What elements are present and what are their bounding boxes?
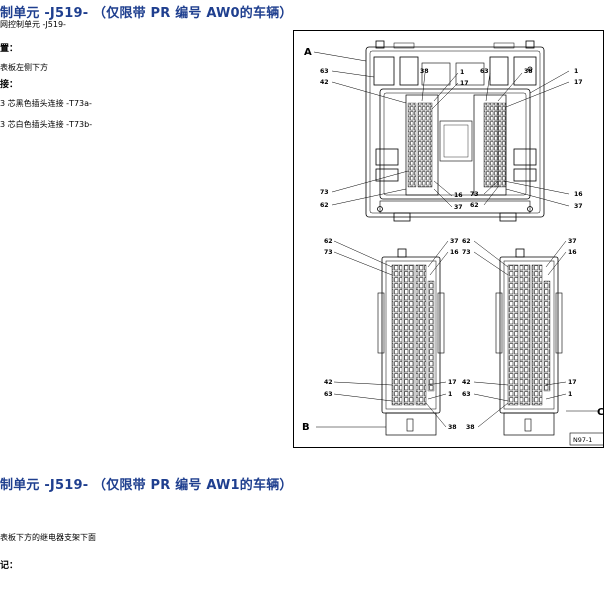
connector-t73a-drawing (377, 248, 445, 436)
section2-location-value: 表板下方的继电器支架下面 (0, 533, 96, 542)
connector-t73b-drawing (495, 248, 563, 436)
location-label: 置： (0, 44, 19, 54)
label-bl-1: 1 (448, 391, 452, 398)
label-top-38a: 38 (420, 68, 429, 75)
label-top-17b: 17 (574, 79, 583, 86)
label-bl-63: 63 (324, 391, 333, 398)
label-bl-73: 73 (324, 249, 333, 256)
label-a: A (304, 47, 312, 58)
label-bl-16: 16 (450, 249, 459, 256)
label-br-62: 62 (462, 238, 471, 245)
label-bl-42: 42 (324, 379, 333, 386)
control-unit-drawing: A 63 42 38 1 17 63 38 1 17 73 62 16 37 7… (302, 40, 604, 446)
unit-a (365, 40, 545, 222)
connector-t73b: 3 芯白色插头连接 -T73b- (0, 120, 93, 129)
label-br-16: 16 (568, 249, 577, 256)
label-br-42: 42 (462, 379, 471, 386)
connector-label: 接： (0, 80, 19, 90)
label-top-1b: 1 (574, 68, 578, 75)
label-br-17: 17 (568, 379, 577, 386)
label-br-73: 73 (462, 249, 471, 256)
section1-heading: 制单元 -J519- （仅限带 PR 编号 AW0的车辆） (0, 6, 293, 21)
label-top-37a: 37 (454, 204, 463, 211)
figure-code: N97-1 (573, 436, 592, 444)
label-bl-17: 17 (448, 379, 457, 386)
connector-t73a: 3 芯黑色插头连接 -T73a- (0, 99, 92, 108)
label-br-1: 1 (568, 391, 572, 398)
label-c: C (597, 407, 604, 418)
label-bl-37: 37 (450, 238, 459, 245)
label-top-16a: 16 (454, 192, 463, 199)
label-top-37b: 37 (574, 203, 583, 210)
label-br-63: 63 (462, 391, 471, 398)
label-top-16b: 16 (574, 191, 583, 198)
label-top-62b: 62 (470, 202, 479, 209)
label-top-17a: 17 (460, 80, 469, 87)
label-top-63b: 63 (480, 68, 489, 75)
label-top-73b: 73 (470, 191, 479, 198)
location-value: 表板左侧下方 (0, 63, 48, 72)
label-top-63: 63 (320, 68, 329, 75)
label-top-42: 42 (320, 79, 329, 86)
control-unit-figure: A 63 42 38 1 17 63 38 1 17 73 62 16 37 7… (293, 30, 604, 448)
section2-note-label: 记： (0, 561, 19, 571)
label-top-1a: 1 (460, 69, 464, 76)
section1-subtitle: 网控制单元 -J519- (0, 20, 66, 29)
label-b: B (302, 422, 310, 433)
label-top-62: 62 (320, 202, 329, 209)
label-bl-38: 38 (448, 424, 457, 431)
label-top-38b: 38 (524, 68, 533, 75)
label-br-37: 37 (568, 238, 577, 245)
label-top-73: 73 (320, 189, 329, 196)
label-bl-62: 62 (324, 238, 333, 245)
section2-heading: 制单元 -J519- （仅限带 PR 编号 AW1的车辆） (0, 478, 293, 493)
label-br-38: 38 (466, 424, 475, 431)
